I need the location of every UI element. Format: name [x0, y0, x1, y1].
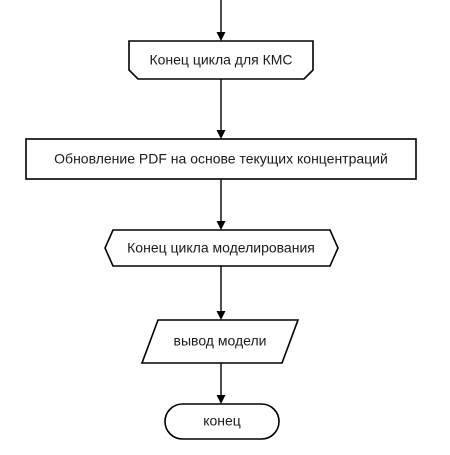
arrowhead-model-output — [216, 311, 226, 320]
arrowhead-pdf-update — [216, 130, 226, 139]
end-terminator-node — [164, 403, 280, 440]
model-output-label: вывод модели — [174, 333, 267, 349]
loop-end-modeling-label: Конец цикла моделирования — [127, 240, 315, 256]
loop-end-modeling-node — [104, 229, 339, 267]
arrowhead-loop-end-modeling — [216, 221, 226, 230]
pdf-update-label: Обновление PDF на основе текущих концент… — [54, 151, 388, 167]
loop-end-kmc-node — [128, 40, 314, 80]
model-output-node — [140, 319, 300, 364]
loop-end-kmc-label: Конец цикла для КМС — [149, 52, 292, 68]
arrowhead-end — [216, 395, 226, 404]
arrowhead-loop-end-kmc — [216, 32, 226, 41]
pdf-update-node — [25, 138, 417, 180]
end-terminator-label: конец — [203, 413, 241, 429]
